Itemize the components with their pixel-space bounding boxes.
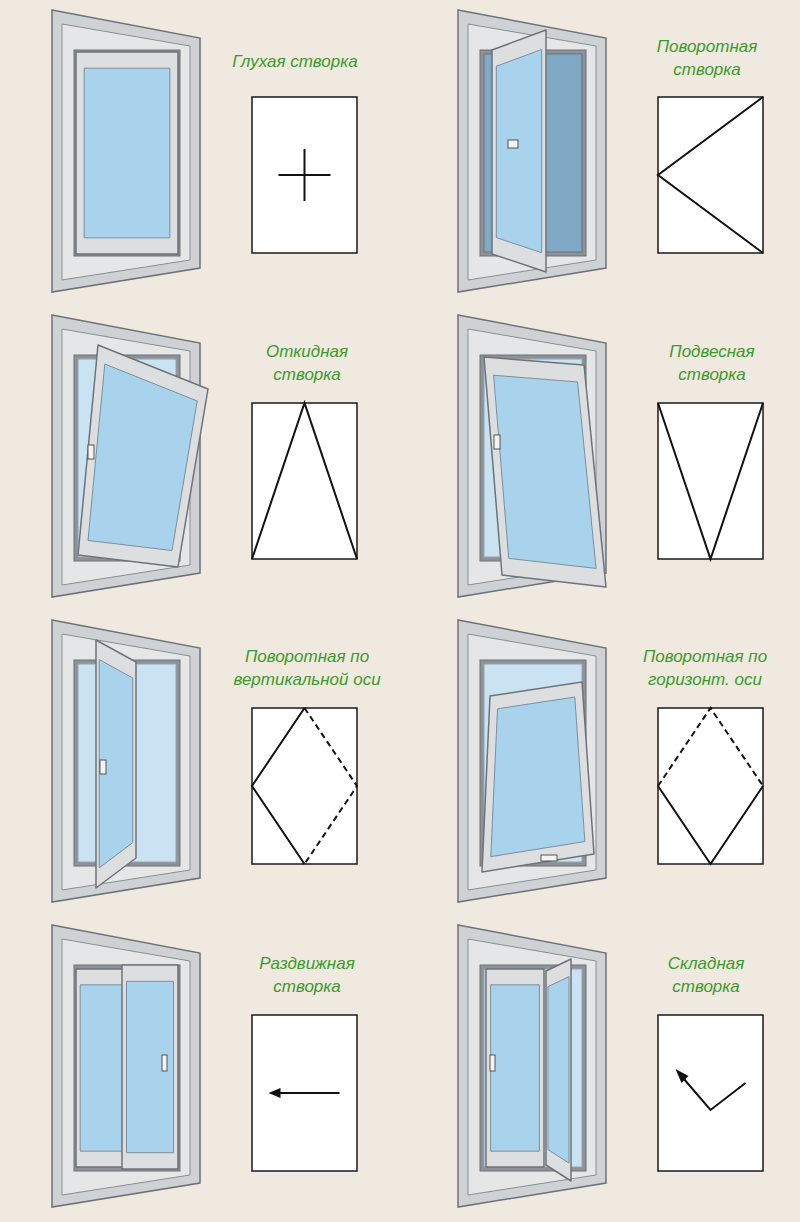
window-type-label: Раздвижная створка: [242, 952, 372, 998]
window-glass: [548, 977, 569, 1163]
window-handle: [100, 760, 106, 774]
window-type-label: Подвесная створка: [647, 340, 777, 386]
window-frame: [62, 939, 190, 1195]
symbol-box: [252, 1015, 357, 1171]
window-sash: [486, 969, 544, 1167]
window-handle: [508, 140, 518, 148]
symbol-box: [252, 97, 357, 253]
window-sash: [76, 969, 128, 1167]
window-type-label: Поворотная створка: [642, 35, 772, 81]
symbol-box: [252, 403, 357, 559]
opening-symbol: [252, 403, 357, 559]
window-handle: [88, 445, 94, 459]
window-sash: [484, 357, 606, 587]
window-frame: [62, 24, 190, 280]
window-frame: [468, 634, 596, 890]
window-type-label: Глухая створка: [208, 50, 383, 73]
window-frame: [468, 24, 596, 280]
window-sash: [122, 965, 178, 1169]
opening-symbol: [658, 403, 763, 559]
wall-reveal: [458, 10, 606, 292]
window-glass: [99, 660, 133, 868]
window-type-label: Откидная створка: [242, 340, 372, 386]
window-frame: [468, 939, 596, 1195]
opening-symbol: [658, 708, 763, 786]
window-handle: [162, 1055, 167, 1071]
window-glass: [80, 985, 124, 1151]
wall-reveal: [52, 925, 200, 1207]
window-sash: [482, 682, 594, 872]
opening-symbol: [658, 786, 763, 864]
window-type-label: Складная створка: [641, 952, 771, 998]
opening-symbol: [305, 708, 358, 864]
window-glass: [491, 697, 585, 857]
slide-arrow: [275, 1092, 340, 1094]
symbol-box: [658, 708, 763, 864]
window-sash: [78, 345, 208, 567]
window-glass: [88, 364, 197, 550]
wall-reveal: [458, 925, 606, 1207]
wall-reveal: [458, 315, 606, 597]
wall-reveal: [52, 10, 200, 292]
window-handle: [490, 1055, 495, 1071]
window-handle: [541, 855, 557, 861]
window-handle: [494, 435, 500, 449]
window-opening: [74, 50, 180, 256]
window-glass: [491, 985, 540, 1151]
wall-reveal: [52, 620, 200, 902]
window-type-label: Поворотная по горизонт. оси: [613, 645, 798, 691]
window-glass: [126, 981, 173, 1152]
window-glass: [84, 68, 170, 238]
window-sash: [492, 30, 546, 272]
window-type-label: Поворотная по вертикальной оси: [215, 645, 400, 691]
symbol-box: [658, 1015, 763, 1171]
symbol-box: [252, 708, 357, 864]
window-frame: [62, 634, 190, 890]
opening-symbol: [252, 708, 305, 864]
window-sash: [546, 959, 571, 1181]
window-glass: [496, 49, 541, 252]
window-sash: [96, 640, 136, 888]
cross-symbol: [304, 149, 306, 201]
window-opening: [480, 50, 586, 256]
window-glass: [494, 375, 596, 568]
window-opening: [74, 965, 180, 1171]
arrow-head: [676, 1069, 689, 1083]
opening-symbol: [658, 97, 763, 253]
window-opening-glass: [484, 969, 582, 1167]
arrow-head: [269, 1088, 281, 1098]
fold-symbol: [681, 1075, 746, 1110]
window-sash: [76, 52, 178, 254]
symbol-box: [658, 97, 763, 253]
symbol-box: [658, 403, 763, 559]
wall-reveal: [458, 620, 606, 902]
